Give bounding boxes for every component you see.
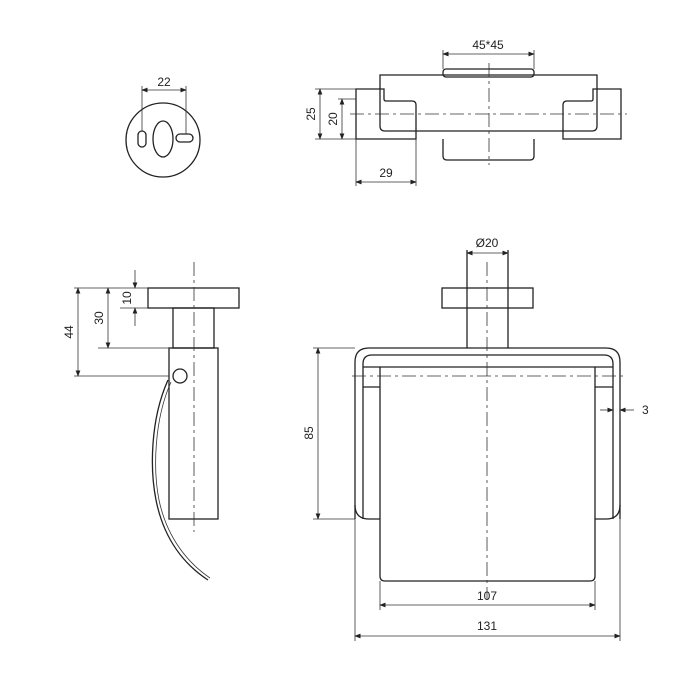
dim-label-29: 29 (379, 166, 393, 180)
dim-label-30: 30 (92, 311, 106, 325)
dim-label-3: 3 (642, 403, 649, 417)
frame-inner (362, 354, 614, 519)
paper-roll (379, 366, 596, 582)
dim-label-107: 107 (477, 589, 497, 603)
flap-leaf (151, 379, 209, 581)
pivot-screw (172, 368, 188, 384)
base-plate-top (442, 68, 535, 78)
dim-label-20: 20 (326, 112, 340, 126)
side-body (168, 347, 219, 520)
base-plate-bottom (442, 139, 535, 161)
front-view: Ø20 85 3 107 131 (302, 236, 649, 641)
side-flange (147, 287, 240, 309)
frame-outer (354, 347, 621, 519)
mount-plate-circle (125, 102, 201, 178)
end-cap-right (562, 88, 622, 140)
dim-label-85: 85 (302, 426, 316, 440)
side-stem (172, 307, 215, 349)
front-flange (441, 287, 534, 309)
end-cap-left (355, 88, 417, 140)
dim-label-131: 131 (477, 619, 497, 633)
dim-label-25: 25 (304, 107, 318, 121)
top-view: 45*45 25 20 29 (304, 38, 627, 186)
mount-oval-hole (152, 120, 174, 158)
dim-label-diameter-20: Ø20 (476, 236, 499, 250)
dim-label-45x45: 45*45 (472, 38, 504, 52)
dim-label-10: 10 (120, 291, 134, 305)
dim-label-44: 44 (62, 325, 76, 339)
frame-top-outline (379, 74, 598, 132)
dim-label-22: 22 (157, 75, 171, 89)
side-view: 10 30 44 (62, 262, 240, 581)
mount-slot-right (175, 133, 194, 143)
mount-slot-left (137, 130, 147, 148)
mounting-plate-view: 22 (125, 75, 201, 178)
